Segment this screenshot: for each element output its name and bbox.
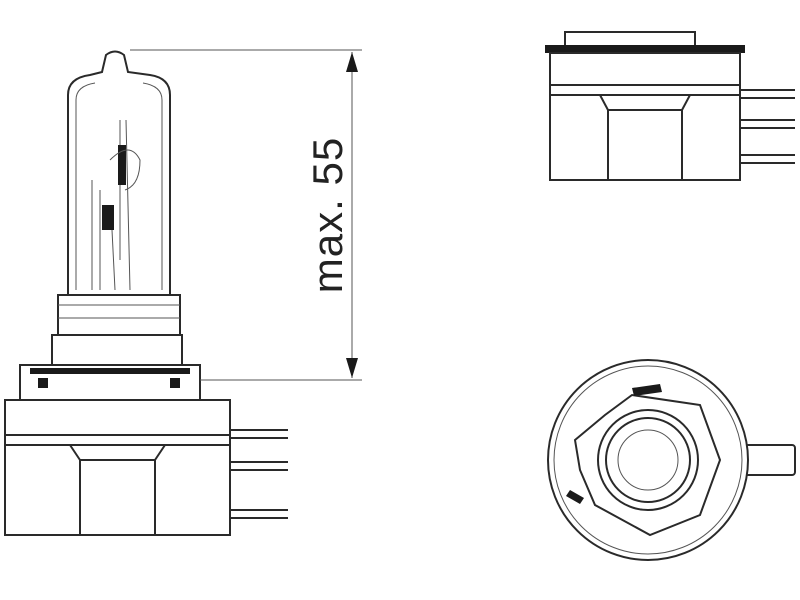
glass-envelope	[67, 50, 171, 296]
end-tab	[744, 444, 796, 476]
dimension-label: max. 55	[304, 136, 351, 294]
side-pins	[740, 89, 795, 164]
glass-inner-outline	[75, 82, 163, 290]
arrow-up-icon	[346, 52, 358, 72]
socket-end-view	[547, 359, 796, 561]
base-neck	[51, 334, 183, 366]
socket-side-view	[545, 31, 795, 181]
socket-body	[4, 399, 231, 536]
filament-assembly	[91, 119, 141, 291]
bulb-side-view	[4, 50, 288, 536]
dimension-lines	[130, 49, 362, 381]
contact-pins	[230, 429, 288, 519]
base-collar	[57, 294, 181, 336]
arrow-down-icon	[346, 358, 358, 378]
